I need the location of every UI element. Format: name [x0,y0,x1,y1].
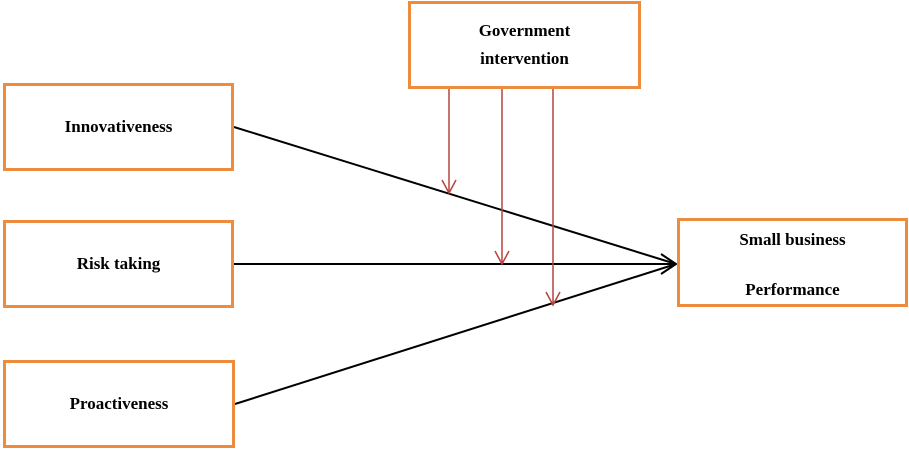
government-label-line2: intervention [480,49,569,68]
innovativeness-label: Innovativeness [64,117,173,136]
proactiveness-box: Proactiveness [3,360,235,448]
moderator-arrowhead-risk-taking [494,250,510,266]
risk-taking-box: Risk taking [3,220,234,308]
government-intervention-box: Government intervention [408,1,641,89]
edge-proactiveness-to-performance [234,263,677,405]
moderator-arrowhead-innovativeness [441,179,457,195]
performance-label-line2: Performance [745,280,840,299]
innovativeness-box: Innovativeness [3,83,234,171]
proactiveness-label: Proactiveness [69,394,169,413]
performance-arrowhead [660,253,678,275]
small-business-performance-box: Small business Performance [677,218,908,307]
government-label-line1: Government [478,21,571,40]
moderator-arrowhead-proactiveness [545,291,561,307]
risk-taking-label: Risk taking [76,254,161,273]
edge-innovativeness-to-performance [233,126,677,265]
performance-label-line1: Small business [739,230,846,249]
